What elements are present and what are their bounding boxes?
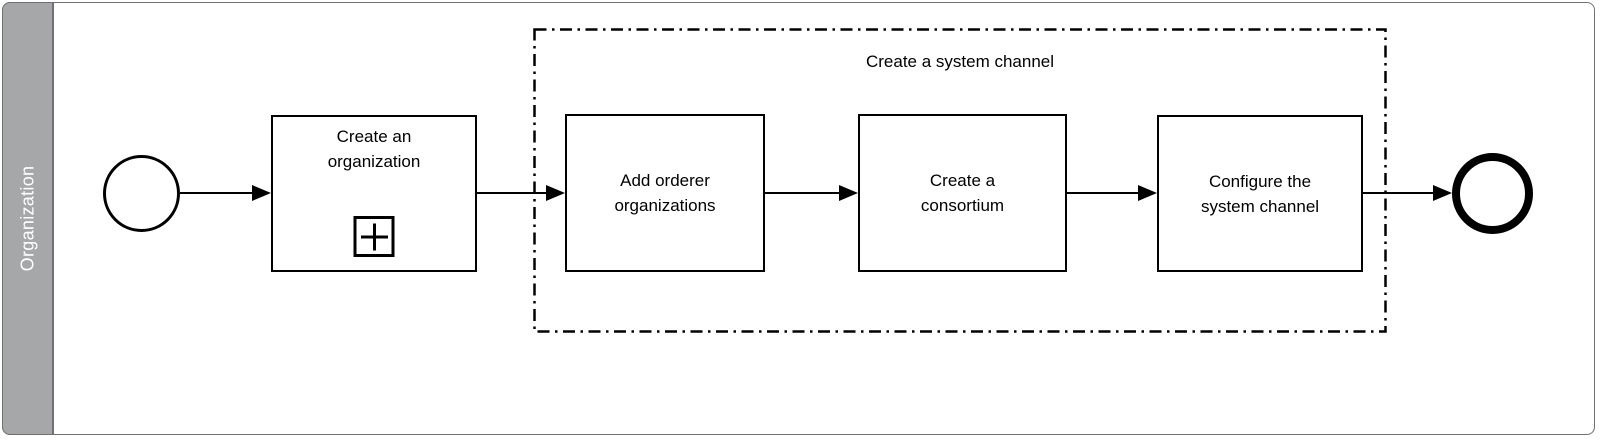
task-label-line: organizations — [614, 196, 716, 215]
sequence-flow-configure-channel-to-end — [1363, 185, 1452, 201]
flow-line — [477, 191, 550, 195]
sequence-flow-create-consortium-to-configure-channel — [1067, 185, 1157, 201]
task-label-line: consortium — [920, 196, 1005, 215]
sequence-flow-add-orderer-to-create-consortium — [765, 185, 858, 201]
flow-line — [1067, 191, 1142, 195]
sequence-flow-start-to-create-organization — [180, 185, 271, 201]
task-create-an-organization[interactable]: Create an organization — [271, 115, 477, 272]
task-create-a-consortium[interactable]: Create a consortium — [858, 114, 1067, 272]
task-label-line: Configure the — [1208, 171, 1312, 191]
task-label-line: Create an — [336, 127, 412, 146]
task-add-orderer-organizations[interactable]: Add orderer organizations — [565, 114, 765, 272]
arrowhead-icon — [1433, 185, 1452, 201]
arrowhead-icon — [546, 185, 565, 201]
arrowhead-icon — [252, 185, 271, 201]
group-create-system-channel[interactable] — [533, 28, 1387, 333]
end-event[interactable] — [1452, 153, 1533, 234]
sequence-flow-create-organization-to-add-orderer — [477, 185, 565, 201]
subprocess-plus-icon — [353, 216, 395, 257]
lane-title: Organization — [17, 165, 38, 272]
task-label-line: organization — [327, 152, 421, 171]
task-label-line: system channel — [1200, 196, 1320, 216]
group-label: Create a system channel — [865, 52, 1055, 71]
flow-line — [180, 191, 256, 195]
task-label-line: Add orderer — [620, 171, 710, 190]
task-label-line: Create a — [929, 171, 996, 190]
lane-header-organization[interactable]: Organization — [2, 2, 54, 435]
flow-line — [765, 191, 843, 195]
start-event[interactable] — [103, 155, 180, 232]
task-configure-the-system-channel[interactable]: Configure the system channel — [1157, 115, 1363, 272]
arrowhead-icon — [1138, 185, 1157, 201]
arrowhead-icon — [839, 185, 858, 201]
flow-line — [1363, 191, 1437, 195]
